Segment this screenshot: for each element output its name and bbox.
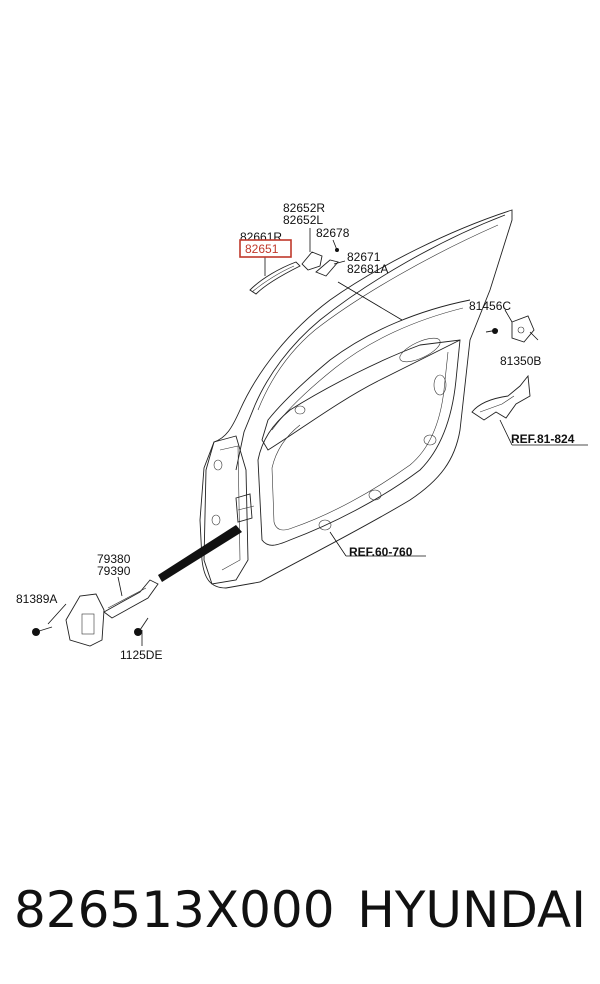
handle-cover-82652 (301, 251, 323, 271)
label-82681A: 82681A (347, 262, 388, 276)
door-shell (199, 209, 513, 589)
latch-81350B (511, 315, 535, 343)
label-ref-81-824: REF.81-824 (511, 432, 575, 446)
label-79390: 79390 (97, 564, 131, 578)
brand-name: HYUNDAI (357, 881, 586, 939)
actuator-ref-81-824 (471, 374, 531, 421)
label-ref-60-760: REF.60-760 (349, 545, 413, 559)
handle-base-82671 (315, 259, 339, 277)
label-82651: 82651 (245, 242, 279, 256)
hinge-81389A (65, 593, 105, 647)
leader-lines (47, 228, 588, 646)
label-82652R: 82652R (283, 201, 325, 215)
label-79380: 79380 (97, 552, 131, 566)
bolt-1125DE (134, 617, 149, 636)
check-link-79380 (103, 525, 242, 619)
label-82671: 82671 (347, 250, 381, 264)
label-81350B: 81350B (500, 354, 541, 368)
label-1125DE: 1125DE (120, 648, 162, 662)
label-81456C: 81456C (469, 299, 511, 313)
outside-handle-82651 (249, 261, 301, 295)
label-82678: 82678 (316, 226, 350, 240)
screw-81456C (485, 328, 499, 334)
bolt-81389A (32, 626, 53, 636)
label-81389A: 81389A (16, 592, 57, 606)
part-number: 826513X000 (14, 881, 335, 939)
footer: 826513X000 HYUNDAI (0, 870, 600, 950)
label-82652L: 82652L (283, 213, 323, 227)
label-82651-highlight: 82651 (239, 239, 292, 258)
